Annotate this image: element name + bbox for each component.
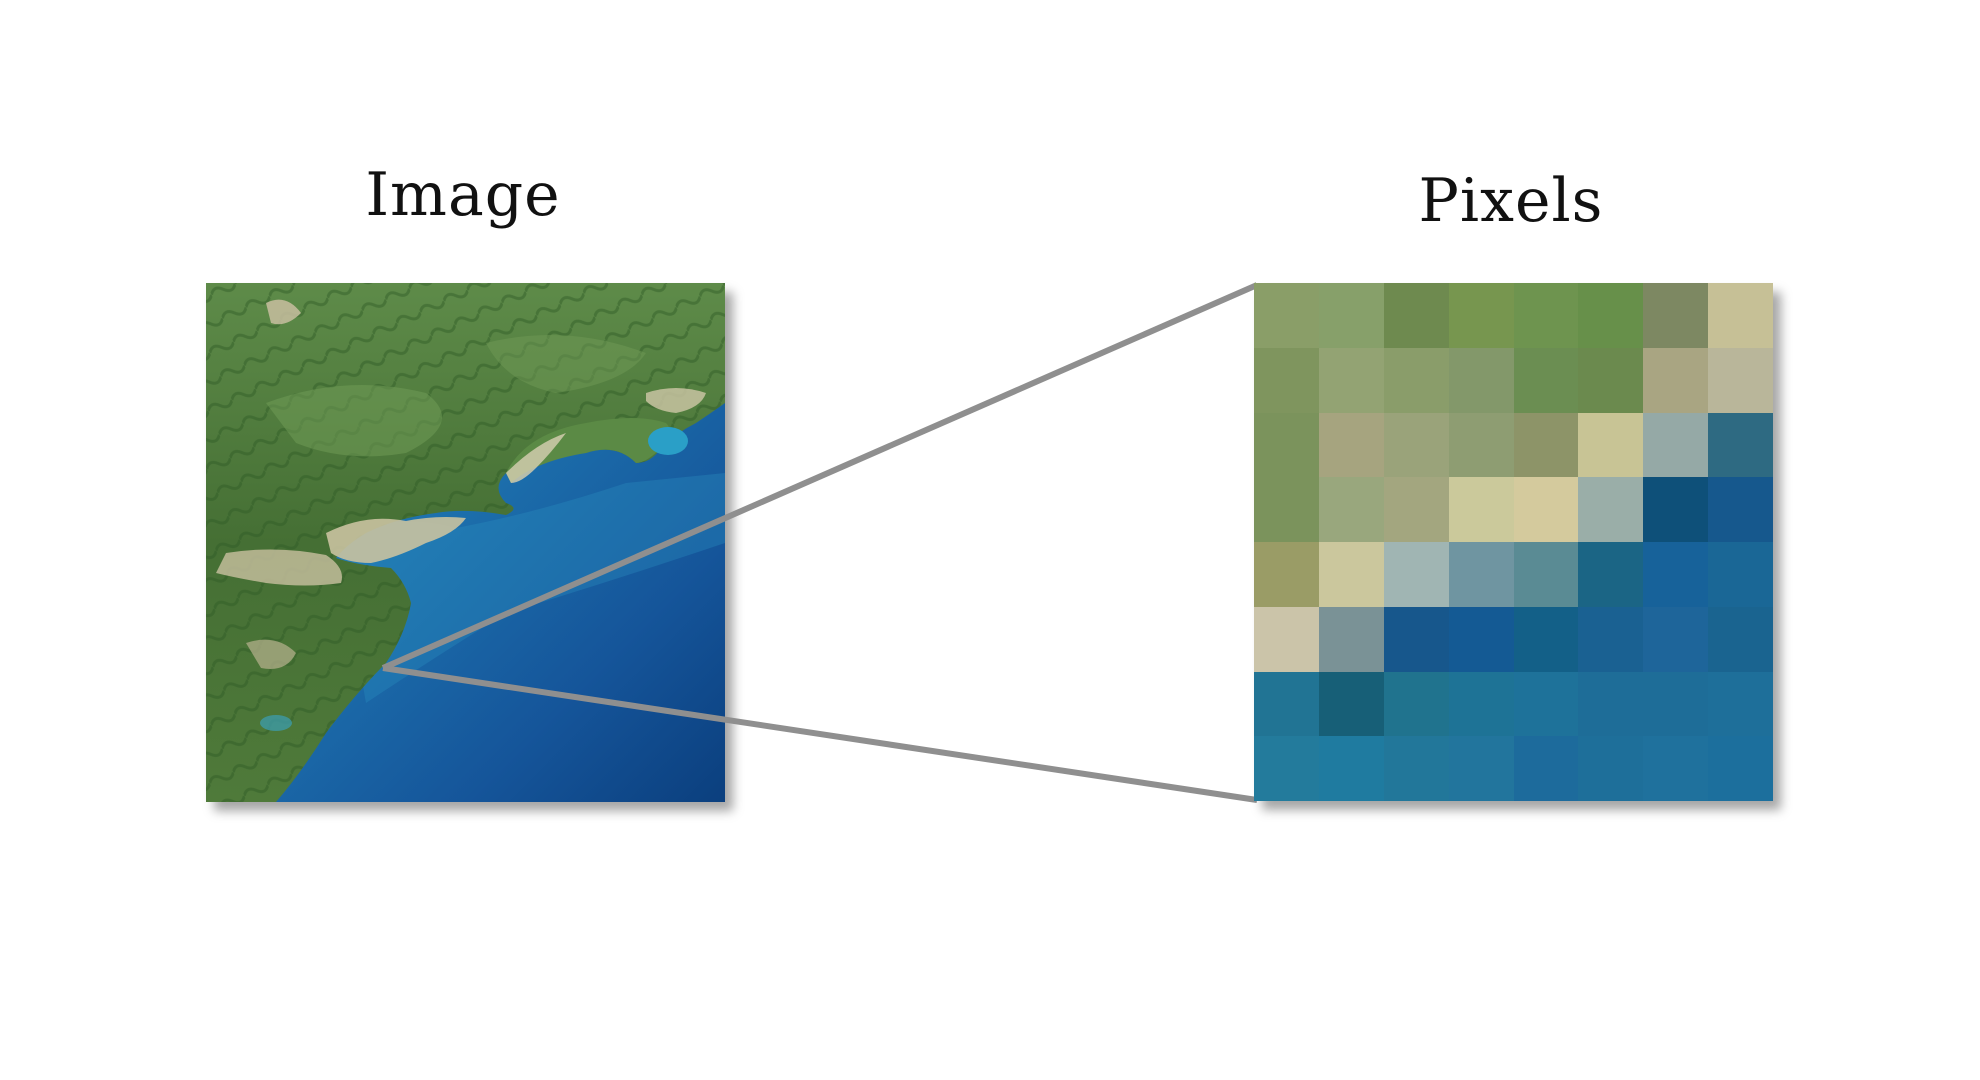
pixel-cell <box>1383 347 1449 413</box>
pixel-cell <box>1383 606 1449 672</box>
pixel-cell <box>1643 606 1709 672</box>
pixel-cell <box>1448 412 1514 478</box>
pixel-cell <box>1578 542 1644 607</box>
pixel-cell <box>1318 347 1384 413</box>
pixel-cell <box>1383 283 1449 348</box>
pixel-cell <box>1254 606 1319 672</box>
pixel-cell <box>1643 542 1709 607</box>
pixel-cell <box>1513 347 1579 413</box>
pixel-cell <box>1578 671 1644 737</box>
pixel-cell <box>1383 542 1449 607</box>
pixel-cell <box>1643 347 1709 413</box>
pixel-cell <box>1318 477 1384 542</box>
pixel-cell <box>1708 542 1773 607</box>
pixel-cell <box>1448 542 1514 607</box>
pixel-cell <box>1708 412 1773 478</box>
pixel-cell <box>1578 347 1644 413</box>
pixel-cell <box>1643 477 1709 542</box>
pixels-title: Pixels <box>1418 166 1604 236</box>
pixel-cell <box>1578 412 1644 478</box>
pixel-cell <box>1318 671 1384 737</box>
pixel-cell <box>1448 606 1514 672</box>
pixel-cell <box>1578 736 1644 801</box>
pixel-cell <box>1318 736 1384 801</box>
pixel-cell <box>1448 347 1514 413</box>
pixel-cell <box>1513 477 1579 542</box>
pixel-cell <box>1383 671 1449 737</box>
pixel-cell <box>1383 477 1449 542</box>
pixel-cell <box>1513 606 1579 672</box>
pixel-cell <box>1254 542 1319 607</box>
pixel-cell <box>1708 283 1773 348</box>
pixel-cell <box>1708 736 1773 801</box>
satellite-image-svg <box>206 283 725 802</box>
pixel-cell <box>1254 283 1319 348</box>
pixel-cell <box>1513 542 1579 607</box>
pixel-cell <box>1383 412 1449 478</box>
pixel-cell <box>1318 283 1384 348</box>
pixel-cell <box>1448 283 1514 348</box>
pixel-cell <box>1318 542 1384 607</box>
pixel-cell <box>1578 606 1644 672</box>
satellite-image <box>206 283 725 802</box>
pixel-grid <box>1254 283 1773 801</box>
pixel-cell <box>1254 412 1319 478</box>
pixel-cell <box>1318 606 1384 672</box>
pixel-cell <box>1708 477 1773 542</box>
pixel-cell <box>1643 283 1709 348</box>
pixel-cell <box>1513 283 1579 348</box>
pixel-cell <box>1318 412 1384 478</box>
pixel-cell <box>1254 347 1319 413</box>
image-title: Image <box>365 160 561 230</box>
pixel-cell <box>1448 671 1514 737</box>
pixel-cell <box>1708 347 1773 413</box>
pixel-cell <box>1513 412 1579 478</box>
pixel-cell <box>1254 736 1319 801</box>
pixel-cell <box>1643 671 1709 737</box>
pixel-cell <box>1513 736 1579 801</box>
pixel-cell <box>1578 283 1644 348</box>
pixel-cell <box>1643 736 1709 801</box>
pixel-cell <box>1254 477 1319 542</box>
pixel-cell <box>1254 671 1319 737</box>
pixel-cell <box>1383 736 1449 801</box>
pixel-cell <box>1708 606 1773 672</box>
pixel-cell <box>1513 671 1579 737</box>
pixel-cell <box>1578 477 1644 542</box>
pixel-cell <box>1708 671 1773 737</box>
pixel-cell <box>1448 477 1514 542</box>
pixel-cell <box>1643 412 1709 478</box>
pixel-cell <box>1448 736 1514 801</box>
pixel-panel <box>1254 283 1773 801</box>
